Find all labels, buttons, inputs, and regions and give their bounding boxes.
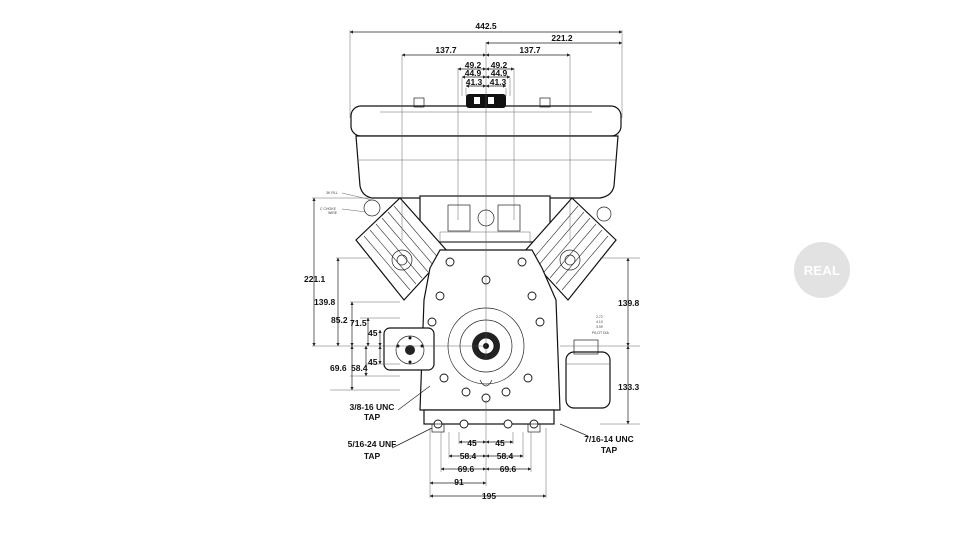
dim-right-center: 137.7 <box>519 45 541 55</box>
dim-bottom-69r: 69.6 <box>500 464 517 474</box>
dim-top-r2: 44.9 <box>491 68 508 78</box>
dim-bottom-91: 91 <box>454 477 464 487</box>
tap-note-3-8-line1: 3/8-16 UNC <box>350 402 395 412</box>
tap-notes: 3/8-16 UNC TAP 5/16-24 UNF TAP 7/16-14 U… <box>348 402 634 461</box>
dim-top-r3: 41.3 <box>490 77 507 87</box>
tap-note-7-16-line1: 7/16-14 UNC <box>584 434 634 444</box>
dim-bottom-45l: 45 <box>467 438 477 448</box>
dim-left-58: 58.4 <box>351 363 368 373</box>
svg-text:C CHOKE: C CHOKE <box>320 207 337 211</box>
dim-overall-width: 442.5 <box>475 21 497 31</box>
dim-right-139: 139.8 <box>618 298 640 308</box>
dim-right-133: 133.3 <box>618 382 640 392</box>
dim-left-85: 85.2 <box>331 315 348 325</box>
svg-text:2.72: 2.72 <box>596 315 603 319</box>
crankcase <box>419 249 561 411</box>
tap-note-7-16-line2: TAP <box>601 445 618 455</box>
dim-top-l3: 41.3 <box>466 77 483 87</box>
dim-bottom-58r: 58.4 <box>497 451 514 461</box>
dim-top-r1: 49.2 <box>491 60 508 70</box>
tap-note-5-16-line2: TAP <box>364 451 381 461</box>
dim-left-69: 69.6 <box>330 363 347 373</box>
oil-filter <box>565 351 611 409</box>
svg-text:WIRE: WIRE <box>328 211 338 215</box>
right-cylinder <box>523 197 617 301</box>
dim-bottom-195: 195 <box>482 491 496 501</box>
dim-bottom-58l: 58.4 <box>460 451 477 461</box>
dim-left-139: 139.8 <box>314 297 336 307</box>
dim-left-45a: 45 <box>368 328 378 338</box>
dim-bottom-45r: 45 <box>495 438 505 448</box>
dim-left-71: 71.5 <box>350 318 367 328</box>
svg-text:4.10: 4.10 <box>596 320 603 324</box>
dimension-lines <box>312 30 640 498</box>
dim-top-l2: 44.9 <box>465 68 482 78</box>
mounting-base <box>423 409 555 425</box>
svg-text:3K FILL: 3K FILL <box>326 191 338 195</box>
dim-half-width: 221.2 <box>551 33 573 43</box>
dim-left-height: 221.1 <box>304 274 326 284</box>
engine-body: 2.72 4.10 3.99 PILOT DIA 3K FILL C CHOKE… <box>320 94 622 433</box>
real-badge: REAL <box>794 242 850 298</box>
dim-left-center: 137.7 <box>435 45 457 55</box>
svg-text:3.99: 3.99 <box>596 325 603 329</box>
left-cylinder <box>355 197 449 301</box>
dim-left-45b: 45 <box>368 357 378 367</box>
tap-note-3-8-line2: TAP <box>364 412 381 422</box>
dimension-labels: 442.5 221.2 137.7 137.7 49.2 49.2 44.9 4… <box>304 21 640 501</box>
dim-bottom-69l: 69.6 <box>458 464 475 474</box>
tap-note-5-16-line1: 5/16-24 UNF <box>348 439 397 449</box>
dim-top-l1: 49.2 <box>465 60 482 70</box>
svg-text:PILOT DIA: PILOT DIA <box>592 331 610 335</box>
